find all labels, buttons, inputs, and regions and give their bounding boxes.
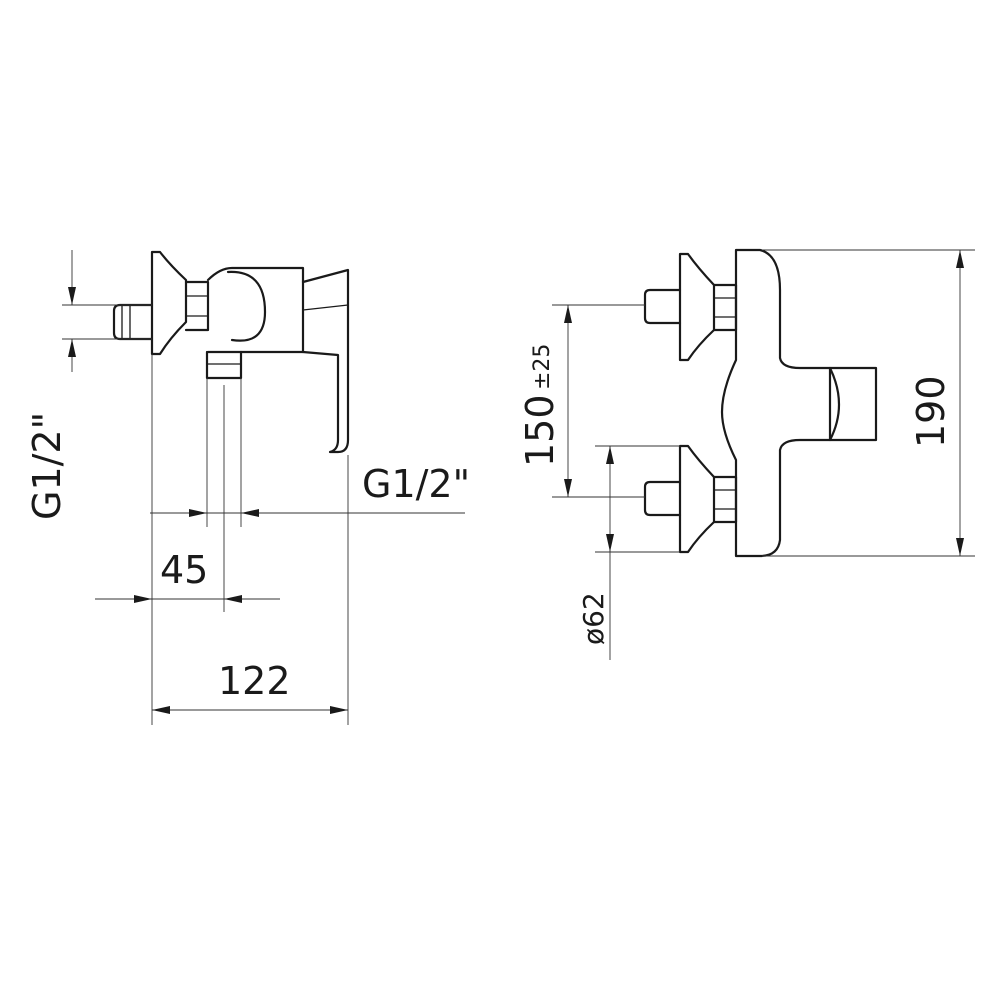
dim-inlet-thread: G1/2": [25, 250, 152, 520]
label-overall-height: 190: [909, 375, 953, 448]
dim-outlet-offset: 45: [95, 548, 280, 603]
dim-outlet-thread: G1/2": [150, 462, 470, 517]
front-top-escutcheon: [678, 252, 716, 362]
front-top-nut: [712, 283, 738, 332]
label-inlet-thread: G1/2": [25, 412, 69, 520]
side-view: [112, 250, 350, 454]
label-overall-depth: 122: [218, 659, 291, 703]
label-escutcheon-diameter: ø62: [577, 592, 610, 645]
dim-escutcheon-diameter: ø62: [577, 445, 680, 660]
label-outlet-thread: G1/2": [362, 462, 470, 506]
dim-centre-distance: 150 ±25: [518, 304, 645, 498]
front-view: [643, 248, 878, 558]
side-mixer-body: [206, 266, 305, 354]
dim-overall-height: 190: [762, 249, 975, 557]
label-centre-tolerance: ±25: [530, 344, 555, 390]
front-mixer-body: [720, 248, 832, 558]
side-cartridge-dome: [226, 270, 267, 342]
dim-overall-depth: 122: [152, 659, 348, 714]
front-bottom-nipple: [643, 480, 682, 517]
front-bottom-nut: [712, 475, 738, 524]
side-inlet-nipple: [112, 303, 154, 341]
label-centre-distance: 150: [518, 394, 562, 467]
side-eccentric-nut: [184, 280, 210, 332]
label-outlet-offset: 45: [160, 548, 208, 592]
side-lever-handle: [301, 268, 350, 454]
front-bottom-escutcheon: [678, 444, 716, 554]
front-top-nipple: [643, 288, 682, 325]
front-lever: [828, 366, 878, 442]
side-outlet-nozzle: [205, 350, 243, 380]
side-escutcheon: [150, 250, 188, 356]
